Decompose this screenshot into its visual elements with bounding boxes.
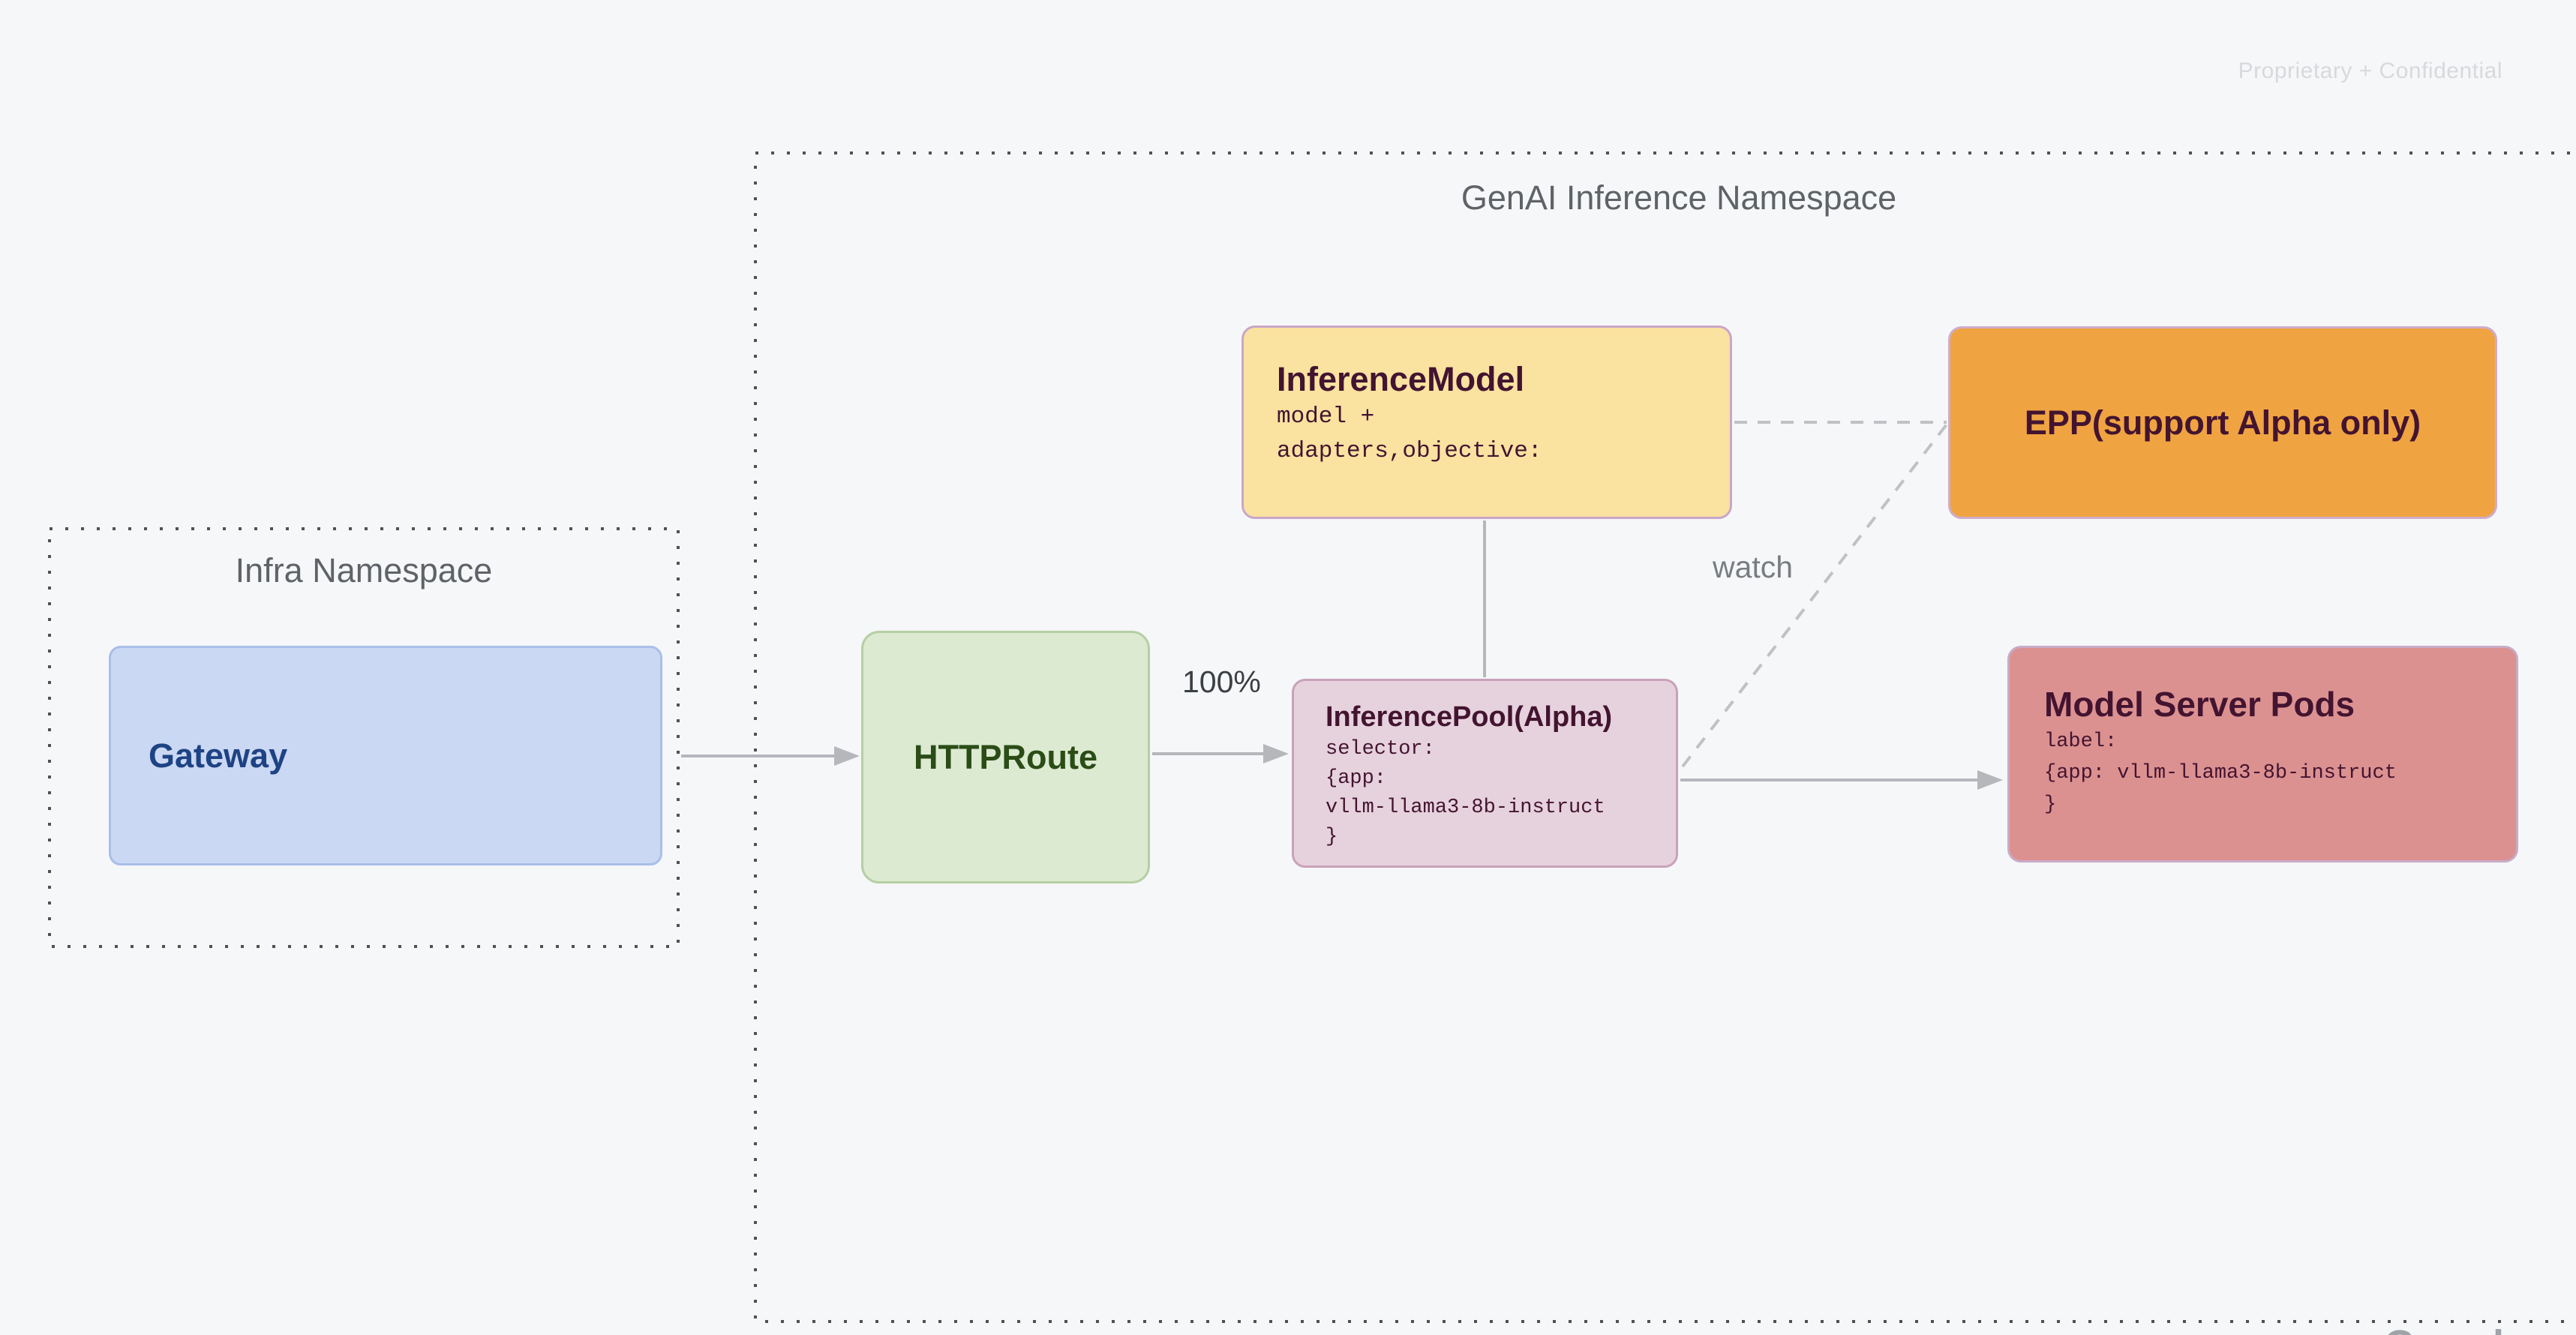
- google-logo: Google: [2384, 1322, 2528, 1335]
- arrowhead-httproute-inferencepool: [1263, 744, 1289, 764]
- inferencepool-spec-line: }: [1326, 826, 1338, 848]
- gateway-node: Gateway: [109, 646, 662, 866]
- arrowhead-gateway-httproute: [834, 746, 860, 766]
- confidentiality-watermark: Proprietary + Confidential: [2238, 58, 2502, 83]
- modelserverpods-spec-line: label:: [2044, 730, 2118, 753]
- epp-label: EPP(support Alpha only): [2024, 403, 2421, 442]
- inferencepool-spec-line: vllm-llama3-8b-instruct: [1326, 796, 1605, 819]
- inferencepool-node: InferencePool(Alpha) selector: {app: vll…: [1292, 679, 1678, 868]
- watch-label: watch: [1713, 550, 1794, 584]
- inferencepool-spec-line: selector:: [1326, 738, 1435, 760]
- httproute-label: HTTPRoute: [914, 737, 1097, 776]
- inferencemodel-spec-line: adapters,objective:: [1277, 438, 1542, 464]
- inferencemodel-title: InferenceModel: [1277, 360, 1525, 398]
- infra-namespace-title: Infra Namespace: [235, 551, 493, 590]
- gateway-label: Gateway: [149, 736, 288, 775]
- modelserverpods-spec-line: }: [2044, 794, 2057, 816]
- infra-namespace-border: [48, 527, 680, 948]
- traffic-weight-label: 100%: [1182, 664, 1261, 699]
- inferencepool-spec-line: {app:: [1326, 767, 1387, 790]
- modelserverpods-spec-line: {app: vllm-llama3-8b-instruct: [2044, 762, 2397, 784]
- inferencemodel-node: InferenceModel model + adapters,objectiv…: [1241, 326, 1732, 519]
- arrowhead-inferencepool-modelserverpods: [1977, 770, 2003, 790]
- inferencemodel-spec-line: model +: [1277, 404, 1375, 430]
- inferencepool-title: InferencePool(Alpha): [1326, 701, 1613, 733]
- genai-namespace-title: GenAI Inference Namespace: [1461, 178, 1897, 217]
- modelserverpods-node: Model Server Pods label: {app: vllm-llam…: [2007, 646, 2518, 862]
- edge-inferencepool-epp-dashed: [1681, 423, 1948, 768]
- epp-node: EPP(support Alpha only): [1948, 326, 2497, 519]
- httproute-node: HTTPRoute: [861, 631, 1150, 884]
- modelserverpods-title: Model Server Pods: [2044, 685, 2355, 724]
